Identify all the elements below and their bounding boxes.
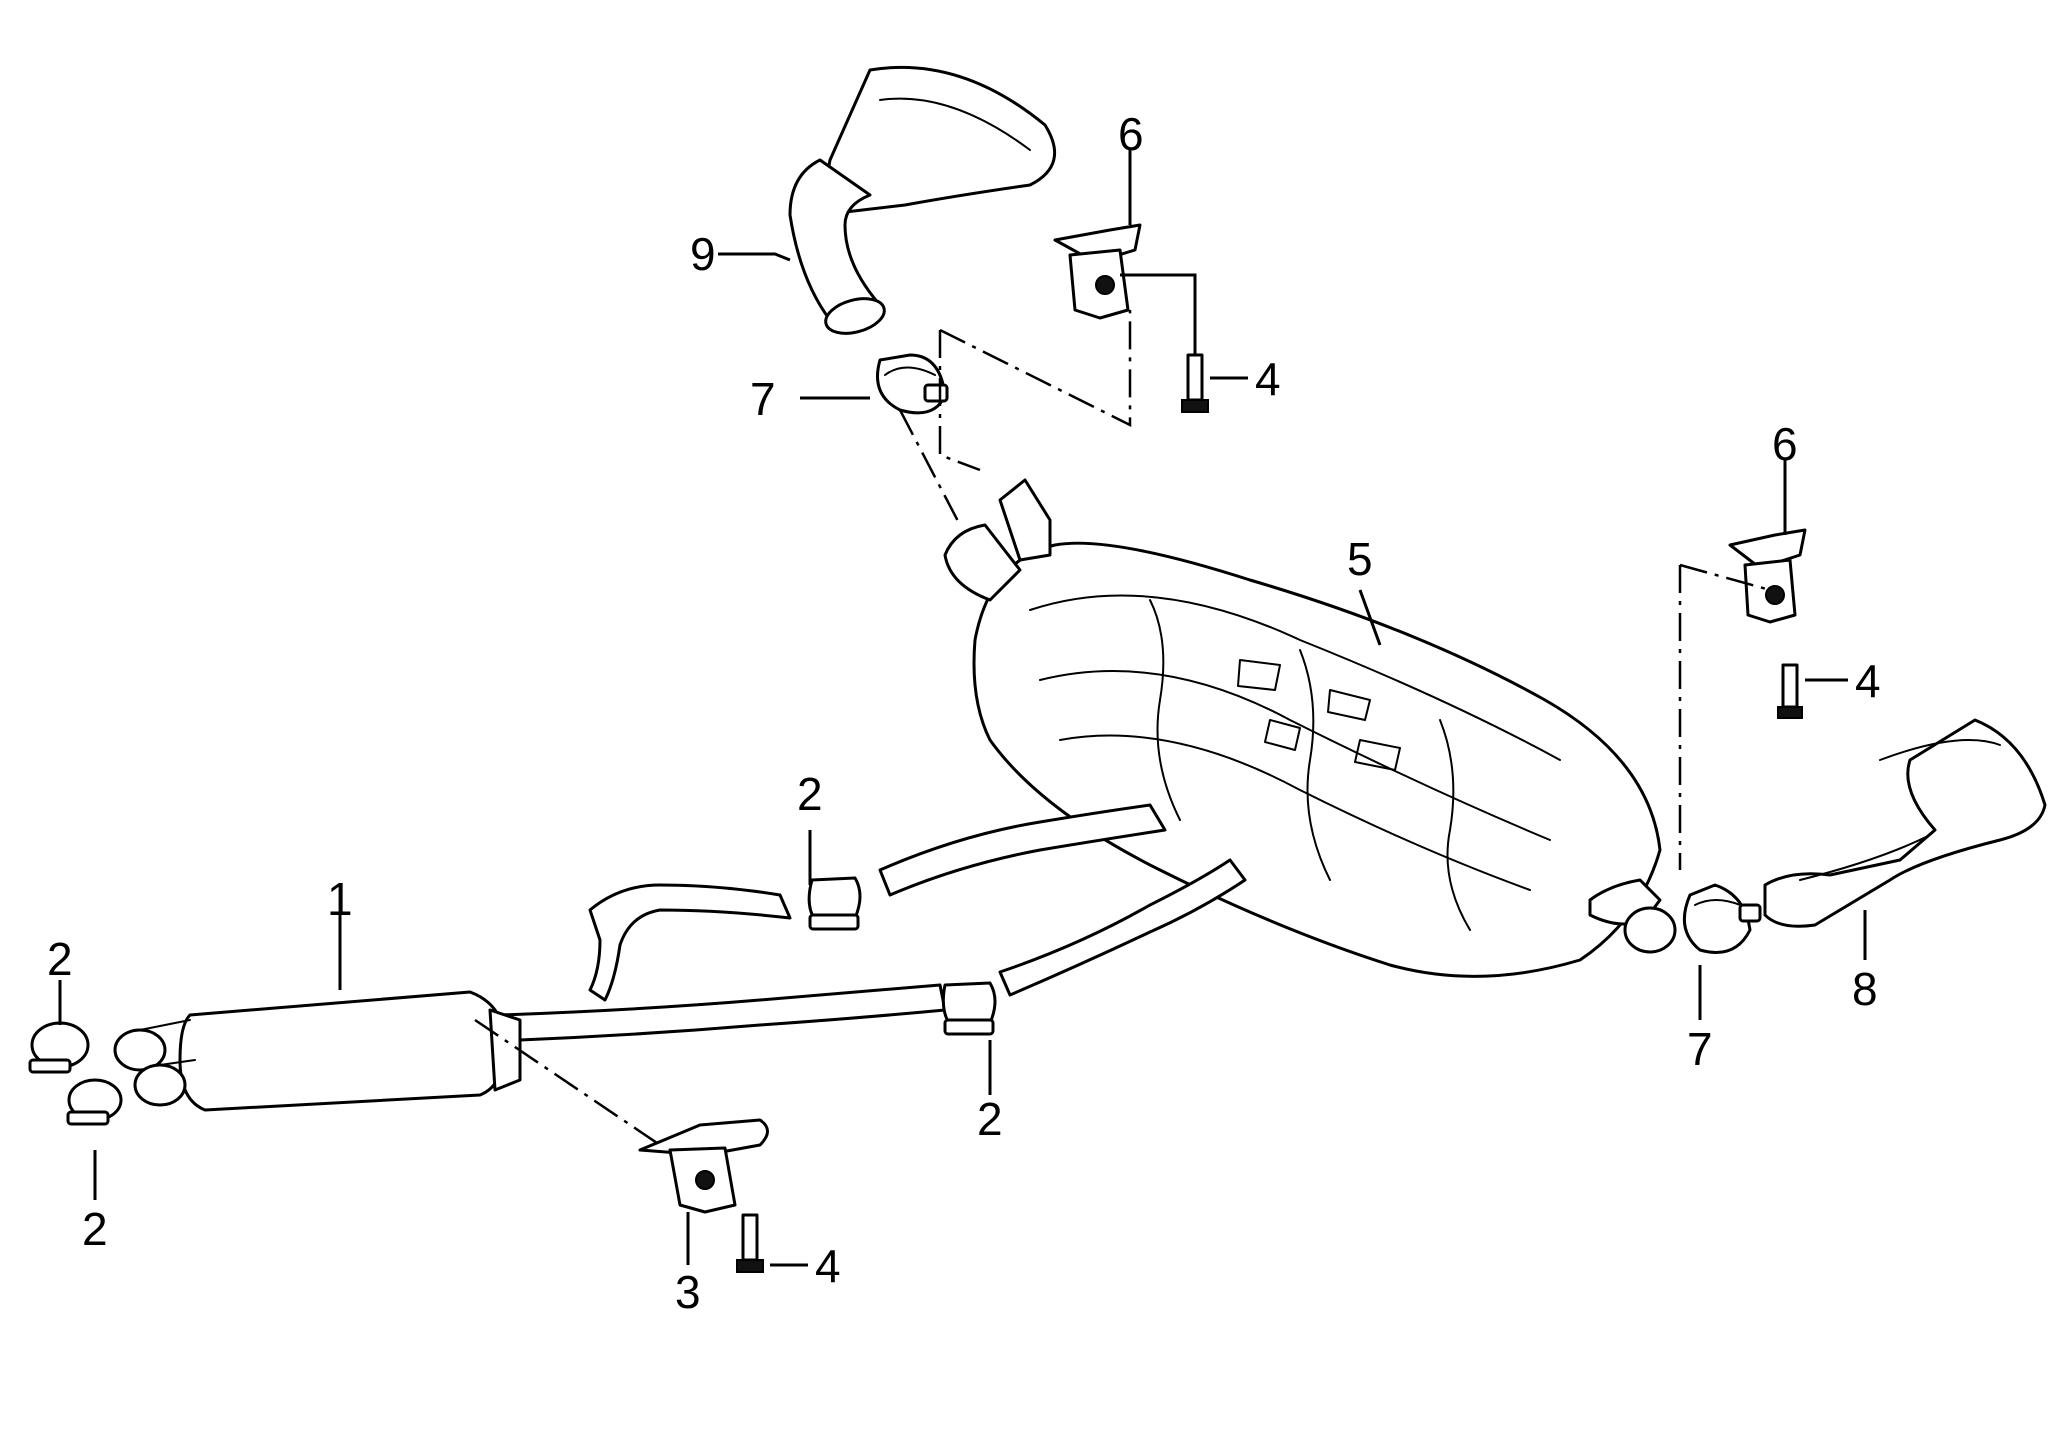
callout-2-lower-pipe: 2 xyxy=(977,1093,1003,1145)
callout-2-front-upper: 2 xyxy=(47,933,73,985)
intermediate-pipe-upper xyxy=(588,803,1167,1002)
callout-7-upper: 7 xyxy=(750,373,776,425)
bolt-right xyxy=(1777,663,1803,719)
front-silencer xyxy=(113,990,522,1112)
callout-4-upper: 4 xyxy=(1255,353,1281,405)
leader-lines xyxy=(58,150,1867,1267)
clamp-pipe-lower xyxy=(941,981,997,1036)
clamp-right xyxy=(1682,883,1762,954)
assembly-lines xyxy=(474,310,1771,1147)
callout-7-right: 7 xyxy=(1687,1023,1713,1075)
callout-4-right: 4 xyxy=(1855,655,1881,707)
clamp-front-lower xyxy=(66,1078,123,1126)
clamp-upper-left xyxy=(876,353,949,415)
callout-5: 5 xyxy=(1347,533,1373,585)
callout-4-front: 4 xyxy=(815,1240,841,1292)
rear-silencer xyxy=(972,541,1662,978)
callout-2-upper-pipe: 2 xyxy=(797,768,823,820)
silencer-upper-outlet xyxy=(943,478,1052,602)
clamp-pipe-upper xyxy=(807,876,862,931)
callout-6-upper: 6 xyxy=(1118,108,1144,160)
callout-2-front-lower: 2 xyxy=(82,1203,108,1255)
bolt-upper xyxy=(1181,353,1209,413)
bolt-front xyxy=(736,1213,764,1273)
silencer-right-outlet xyxy=(1588,878,1677,954)
tailpipe-left xyxy=(788,65,1057,335)
callout-9: 9 xyxy=(690,228,716,280)
callout-labels: 9 6 4 7 5 6 4 7 8 1 2 2 2 2 3 4 xyxy=(47,108,1881,1318)
callout-3: 3 xyxy=(675,1266,701,1318)
hanger-right xyxy=(1728,528,1807,624)
callout-6-right: 6 xyxy=(1772,418,1798,470)
callout-1: 1 xyxy=(327,873,353,925)
clamp-front-upper xyxy=(28,1021,90,1074)
callout-8: 8 xyxy=(1852,963,1878,1015)
tailpipe-right xyxy=(1763,718,2047,928)
hanger-front xyxy=(638,1118,769,1214)
hanger-upper xyxy=(1053,223,1142,320)
